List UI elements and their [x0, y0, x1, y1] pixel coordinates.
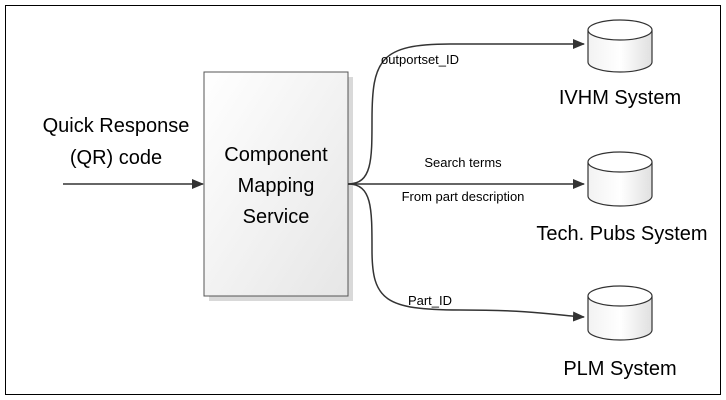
- connector-label-middle-line1: Search terms: [424, 155, 502, 170]
- input-label-line2: (QR) code: [70, 147, 162, 169]
- connector-label-middle-line2: From part description: [402, 189, 525, 204]
- plm-system-label: PLM System: [563, 358, 676, 380]
- ivhm-system-label: IVHM System: [559, 87, 681, 109]
- plm-database-icon: [587, 285, 653, 341]
- connector-label-top: outportset_ID: [381, 52, 459, 67]
- connector-ivhm: [347, 39, 585, 185]
- connector-plm: [347, 183, 585, 322]
- ivhm-database-icon: [587, 19, 653, 73]
- tech-pubs-system-label: Tech. Pubs System: [536, 223, 707, 245]
- service-label-line2: Mapping: [238, 175, 315, 197]
- input-label-line1: Quick Response: [43, 115, 190, 137]
- service-label-line3: Service: [243, 206, 310, 228]
- service-label-line1: Component: [224, 144, 328, 166]
- tech-pubs-database-icon: [587, 151, 653, 207]
- connector-label-bottom: Part_ID: [408, 293, 452, 308]
- service-box: [203, 71, 349, 297]
